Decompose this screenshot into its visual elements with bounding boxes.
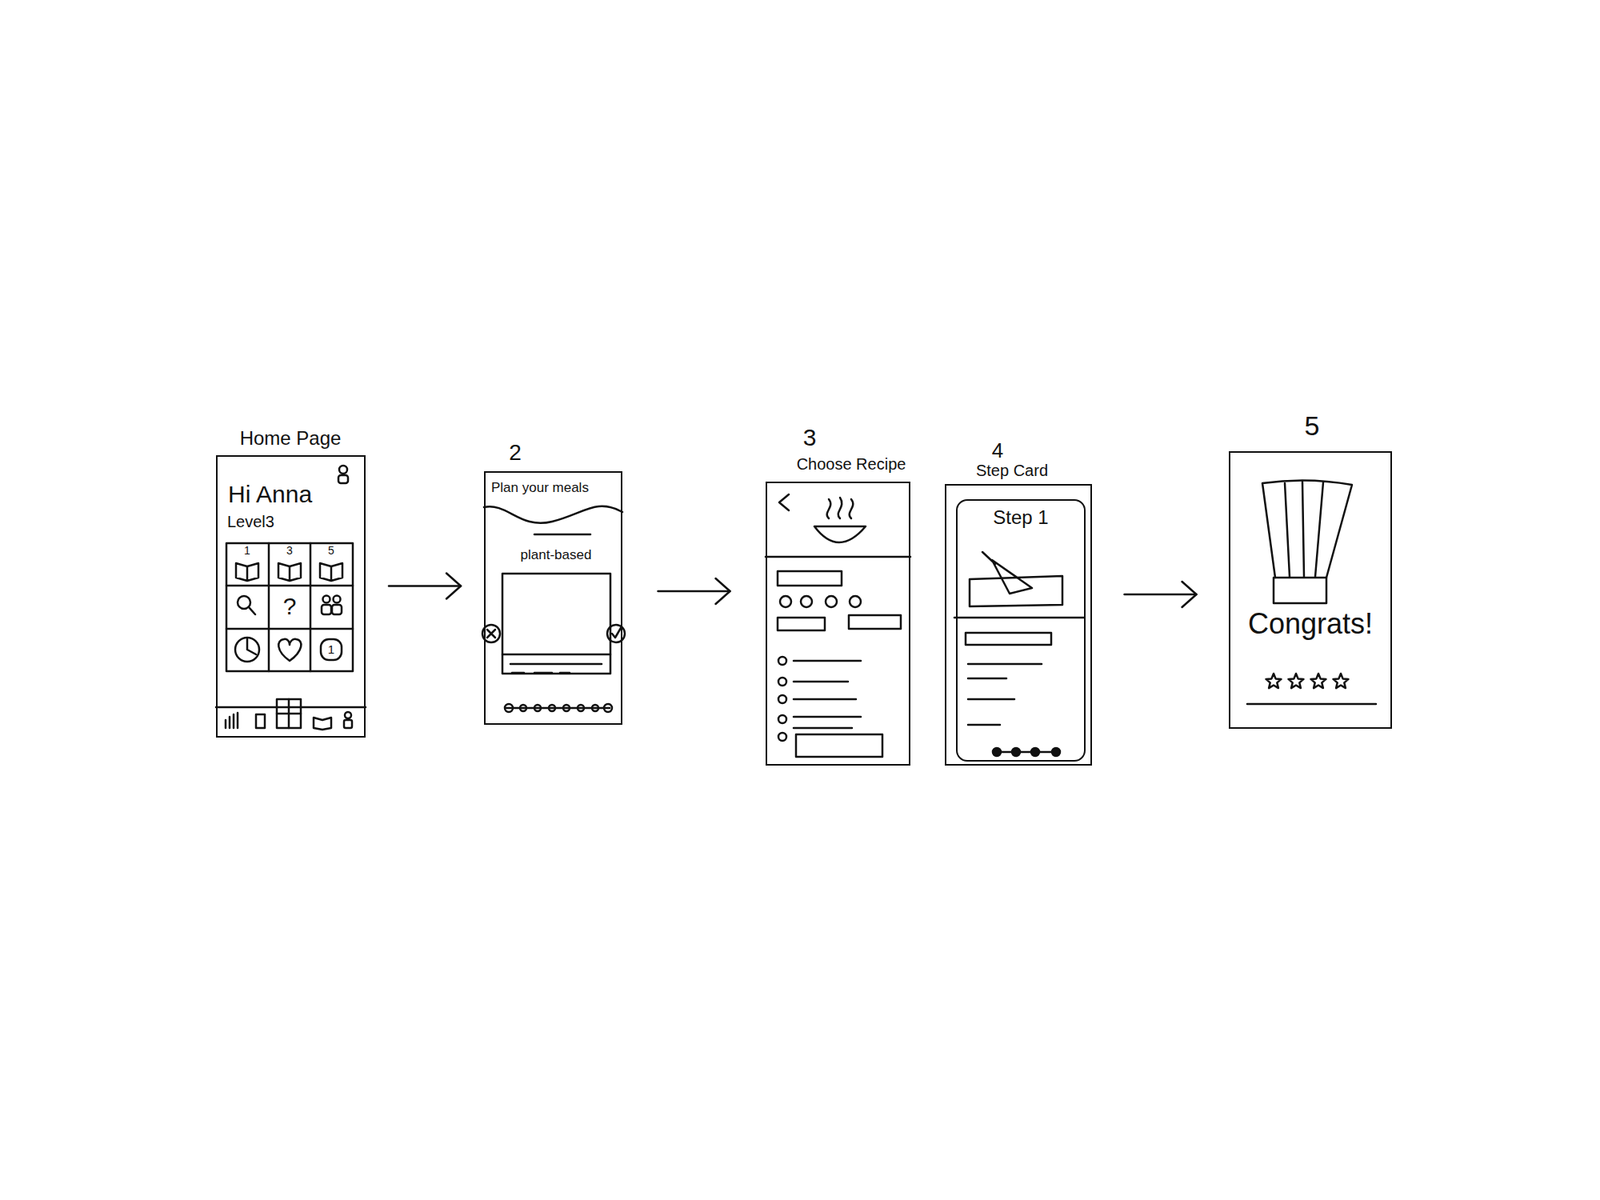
screen-heading: Plan your meals xyxy=(491,480,589,496)
home-icons xyxy=(216,465,366,730)
screen-title: Step Card xyxy=(976,461,1048,480)
step-card: Step 1 xyxy=(956,499,1086,762)
arrow-line xyxy=(1124,593,1197,596)
phone-screen: Step 14Step Card xyxy=(944,484,1092,766)
filter-text: plant-based xyxy=(520,548,592,564)
screen-title: Choose Recipe xyxy=(796,455,907,473)
step-number: 5 xyxy=(1304,411,1320,441)
arrow-head xyxy=(446,573,461,600)
rating-star xyxy=(1288,673,1304,688)
rating-star xyxy=(1333,673,1349,688)
phone-screen: 2Plan your mealsplant-based xyxy=(484,471,623,725)
arrow-head xyxy=(716,578,731,604)
greeting: Hi Anna xyxy=(228,480,312,508)
meal-plan-sketch xyxy=(482,506,625,712)
screen-title: Home Page xyxy=(240,428,342,449)
level-text: Level3 xyxy=(227,512,275,531)
help-icon: ? xyxy=(283,592,297,620)
badge-number: 1 xyxy=(328,643,335,657)
step-number: 2 xyxy=(508,440,522,466)
chef-hat-sketch xyxy=(1247,480,1376,704)
congrats-text: Congrats! xyxy=(1248,608,1373,640)
phone-screen: 5Congrats! xyxy=(1228,451,1392,729)
step-number: 4 xyxy=(992,439,1004,463)
flow-arrow xyxy=(388,573,461,600)
badge-number: 3 xyxy=(286,544,293,557)
flow-arrow xyxy=(1124,581,1197,608)
flow-arrow xyxy=(658,578,731,604)
rating-star xyxy=(1311,673,1327,688)
step-number: 3 xyxy=(803,424,817,451)
badge-number: 1 xyxy=(244,544,251,557)
step-card-sketch xyxy=(954,552,1084,756)
arrow-line xyxy=(388,584,461,588)
arrow-head xyxy=(1182,581,1197,608)
rating-star xyxy=(1266,673,1282,688)
recipe-sketch xyxy=(765,494,911,757)
arrow-line xyxy=(658,590,731,593)
badge-number: 5 xyxy=(328,544,335,557)
phone-screen: 3Choose Recipe xyxy=(765,481,911,766)
card-heading: Step 1 xyxy=(992,507,1048,528)
